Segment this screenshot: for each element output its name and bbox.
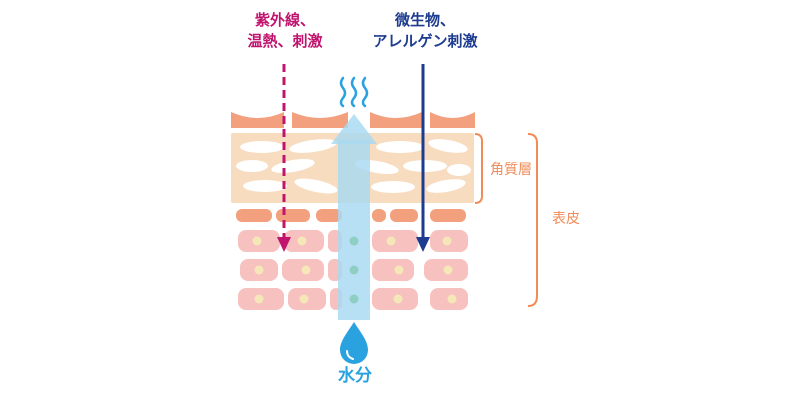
epidermis-label: 表皮 [552,211,580,227]
microbe-arrow-head [416,237,430,252]
nucleus [254,265,264,275]
uv-arrow-head [277,237,291,252]
corneocyte [289,139,337,153]
water-label: 水分 [338,366,372,386]
microbe-arrow [416,64,430,252]
scale-tile [292,112,348,128]
vapor-wave [361,76,369,108]
cell-nucleus-behind-water [349,236,359,246]
granular-cell [372,209,386,222]
granular-cell [236,209,272,222]
water-drop-icon [340,322,368,364]
cell [372,259,414,281]
microbe-label-line2: アレルゲン刺激 [372,32,478,50]
uv-label-line2: 温熱、刺激 [247,32,323,50]
corneocyte [271,158,315,174]
evaporation-icon [339,76,369,108]
stratum-corneum-bracket [474,133,483,204]
water-drop-highlight [346,350,354,360]
nucleus [254,294,264,304]
scale-tile [231,112,284,128]
surface-scales [231,112,475,128]
water-arrow-head [331,114,377,144]
nucleus [443,265,453,275]
cell-nuclei [252,236,457,304]
nucleus [299,294,309,304]
microbe-label-line1: 微生物、 [394,11,455,29]
corneocyte [240,141,284,153]
cell-nucleus-behind-water [349,294,359,304]
water-arrow-shaft [338,140,370,320]
microbe-label: 微生物、 アレルゲン刺激 [340,10,510,52]
granular-cell [390,209,418,222]
corneocyte [371,181,415,193]
granular-cell [316,209,342,222]
vapor-wave [339,76,347,108]
nucleus [301,265,311,275]
nucleus [442,236,452,246]
vapor-wave [350,76,358,108]
cell-nucleus-behind-water [349,265,359,275]
corneocyte [447,164,471,176]
nucleus [252,236,262,246]
granular-cell [276,209,310,222]
uv-label: 紫外線、 温熱、刺激 [200,10,370,52]
nucleus [393,294,403,304]
uv-arrow [277,64,291,252]
water-arrow [331,114,377,320]
scale-tile [370,112,422,128]
nucleus [386,236,396,246]
granular-layer [236,209,466,222]
corneocyte [376,141,424,153]
corneocyte [426,179,466,193]
nucleus [447,294,457,304]
corneocyte [236,160,268,172]
corneocyte [243,180,287,192]
corneocyte [294,178,338,194]
corneocytes [236,139,471,194]
uv-label-line1: 紫外線、 [254,11,315,29]
corneocyte [403,160,447,172]
nucleus [297,236,307,246]
corneocyte [428,139,468,153]
granular-cell [430,209,466,222]
nucleus [394,265,404,275]
scale-tile [430,112,475,128]
epidermis-bracket [527,133,538,307]
stratum-corneum-label: 角質層 [490,162,532,178]
